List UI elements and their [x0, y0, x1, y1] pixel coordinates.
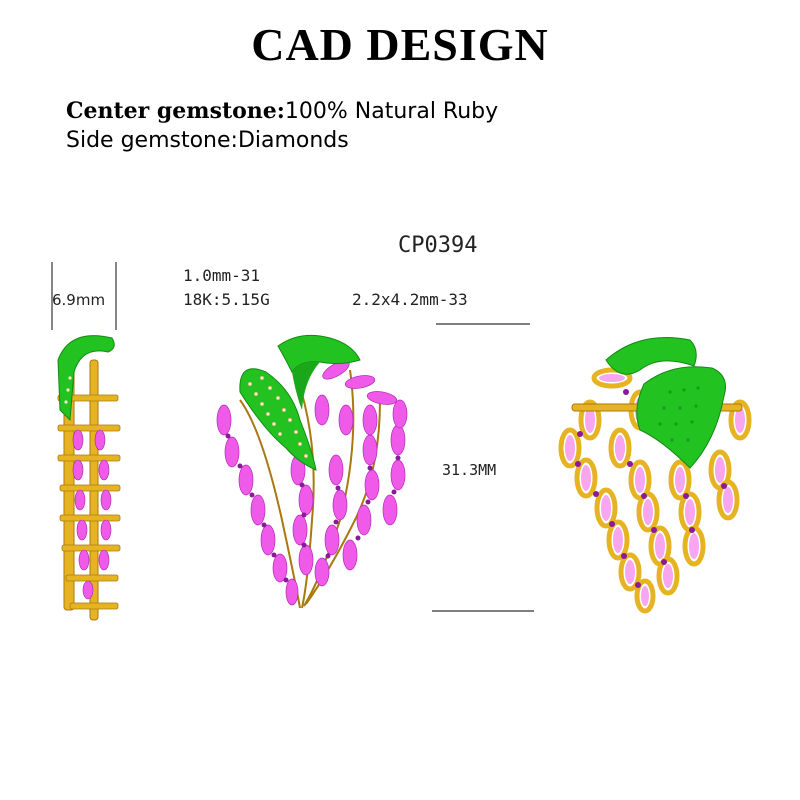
small-stone-spec: 1.0mm-31 — [183, 266, 261, 285]
marquise-stone-spec: 2.2x4.2mm-33 — [352, 290, 468, 309]
metal-weight: 18K:5.15G — [183, 290, 270, 309]
side-view — [57, 335, 121, 621]
center-gemstone-value: 100% Natural Ruby — [284, 99, 499, 124]
height-dimension: 31.3MM — [442, 461, 497, 479]
front-view — [216, 334, 408, 609]
thickness-dimension: 6.9mm — [52, 291, 106, 309]
back-view — [558, 337, 752, 614]
center-gemstone-label: Center gemstone: — [66, 98, 285, 124]
side-gemstone-line: Side gemstone:Diamonds — [66, 128, 349, 153]
center-gemstone-line: Center gemstone:100% Natural Ruby — [66, 98, 498, 124]
dimension-lines — [51, 262, 534, 612]
page-title: CAD DESIGN — [251, 19, 549, 70]
design-code: CP0394 — [398, 233, 478, 258]
